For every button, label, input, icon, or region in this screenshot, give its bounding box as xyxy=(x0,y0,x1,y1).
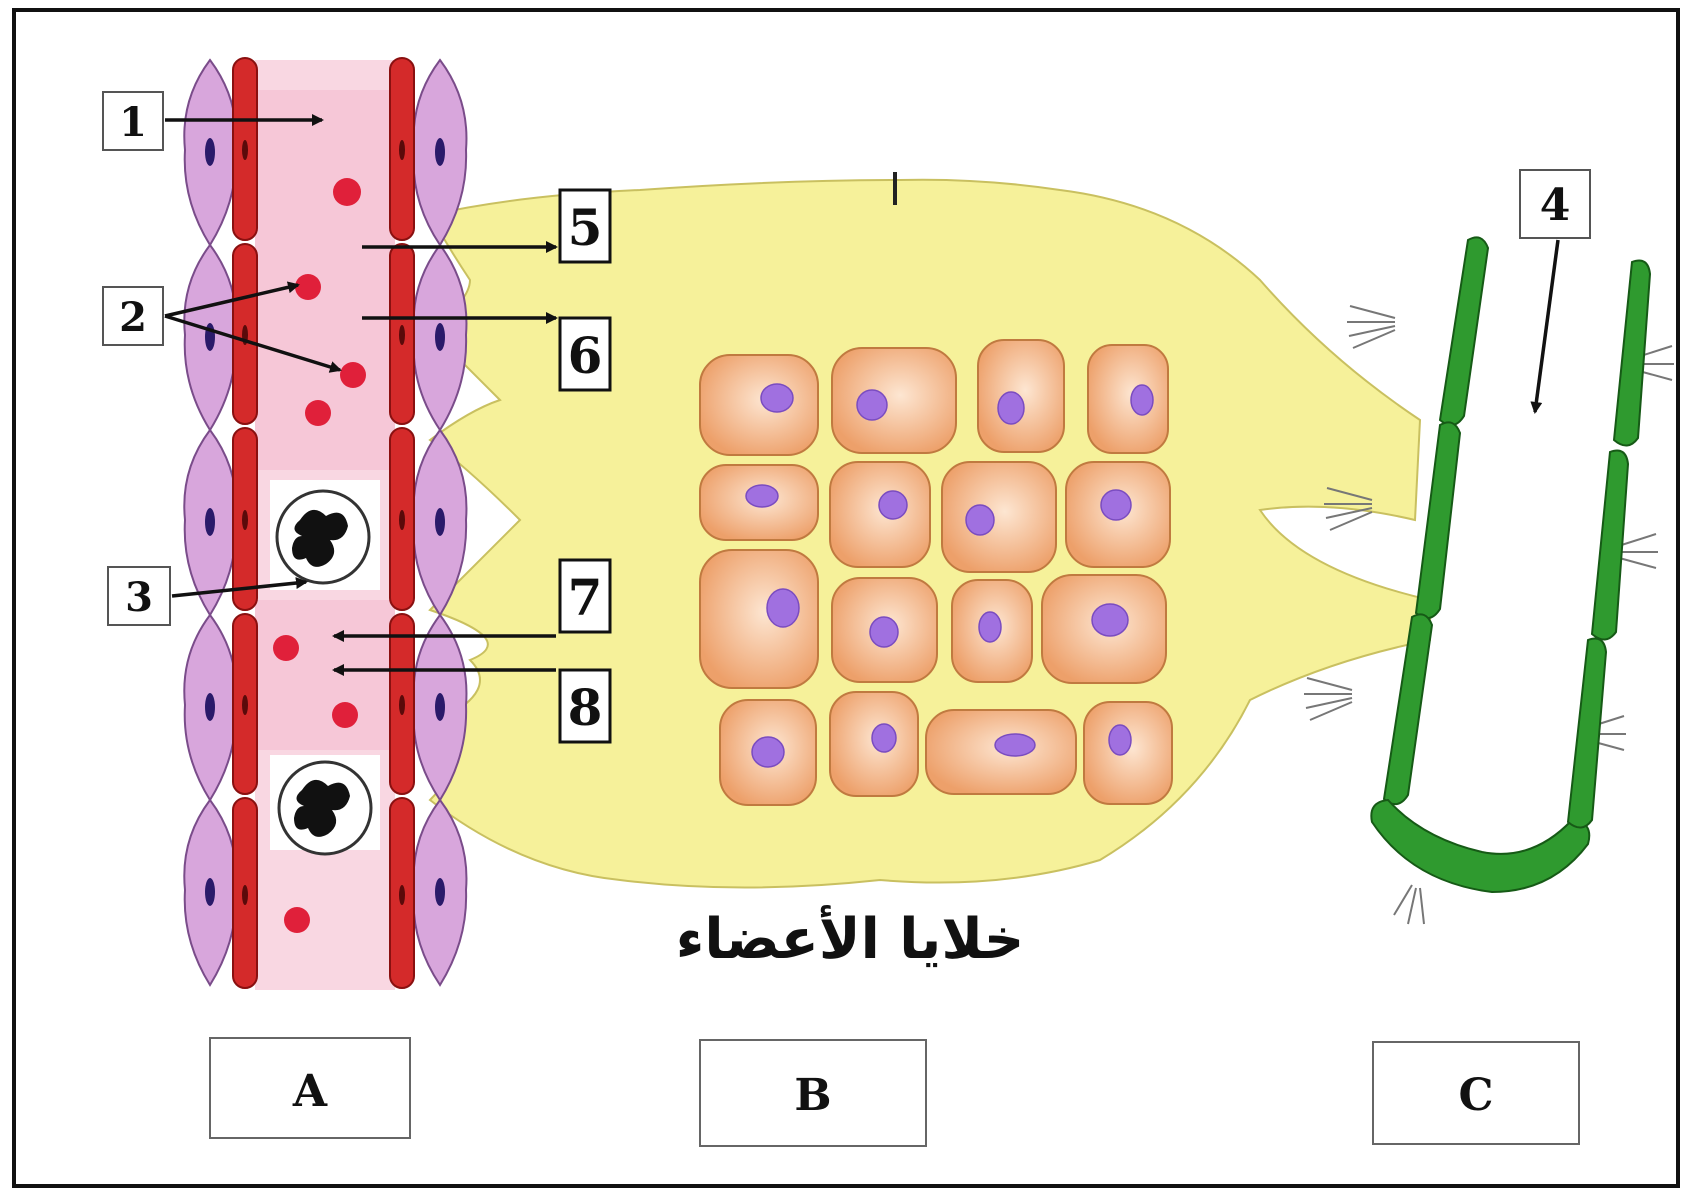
label-box-3: 3 xyxy=(108,567,170,625)
organ-cell xyxy=(832,348,956,453)
label-1: 1 xyxy=(119,99,147,146)
panel-label-a: A xyxy=(292,1066,328,1117)
white-blood-cell xyxy=(279,762,371,854)
lymph-vessel xyxy=(1371,237,1650,892)
organ-cell xyxy=(700,550,818,688)
label-6: 6 xyxy=(568,326,603,385)
label-box-4: 4 xyxy=(1520,170,1590,238)
label-7: 7 xyxy=(568,568,603,627)
label-3: 3 xyxy=(125,574,153,621)
label-4: 4 xyxy=(1540,180,1571,231)
panel-box-c: C xyxy=(1373,1042,1579,1144)
organ-cell xyxy=(700,355,818,455)
white-blood-cell xyxy=(277,491,369,583)
organ-cell xyxy=(830,462,930,567)
organ-cell xyxy=(978,340,1064,452)
label-box-1: 1 xyxy=(103,92,163,150)
organ-cell xyxy=(1088,345,1168,453)
organ-cells-caption: خلايا الأعضاء xyxy=(676,904,1024,972)
label-5: 5 xyxy=(568,198,603,257)
panel-label-c: C xyxy=(1458,1070,1493,1121)
label-box-8: 8 xyxy=(560,670,610,742)
label-box-7: 7 xyxy=(560,560,610,632)
label-box-6: 6 xyxy=(560,318,610,390)
label-box-5: 5 xyxy=(560,190,610,262)
organ-cell xyxy=(1084,702,1172,804)
label-box-2: 2 xyxy=(103,287,163,345)
panel-box-a: A xyxy=(210,1038,410,1138)
panel-label-b: B xyxy=(794,1070,831,1121)
label-2: 2 xyxy=(119,294,147,341)
label-8: 8 xyxy=(568,678,603,737)
organ-cell xyxy=(942,462,1056,572)
panel-box-b: B xyxy=(700,1040,926,1146)
